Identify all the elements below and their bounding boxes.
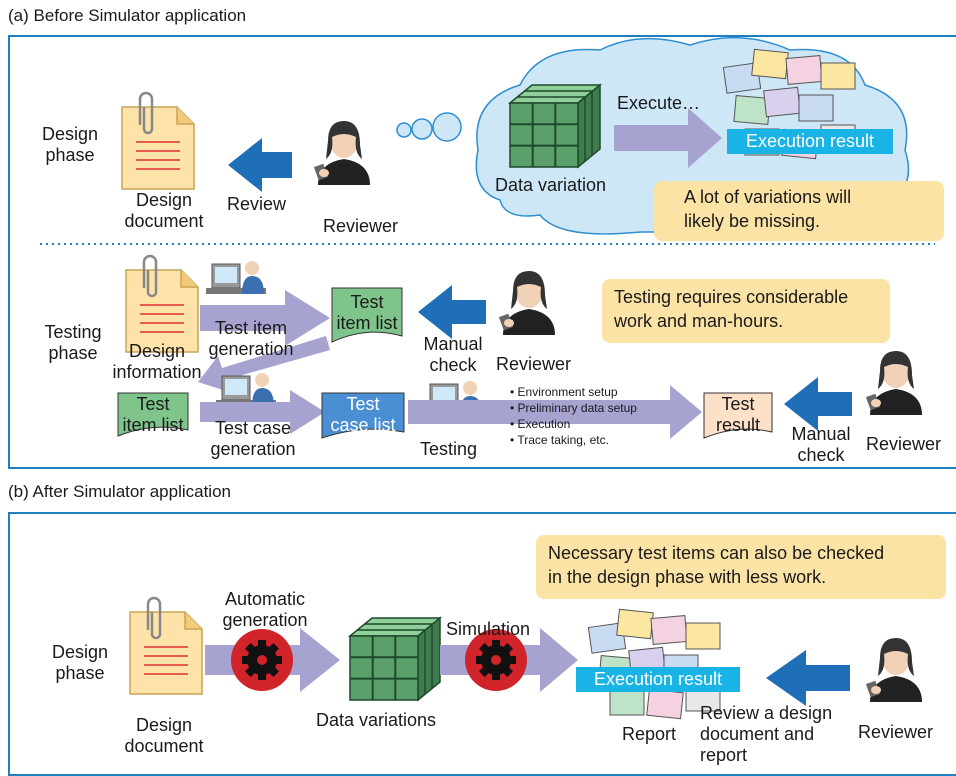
design-document-label: Design document <box>124 715 204 756</box>
testing-step: Environment setup <box>510 384 637 400</box>
automatic-generation-label: Automatic generation <box>222 589 308 630</box>
clipped-document-icon <box>120 91 196 191</box>
review-arrow <box>228 138 292 192</box>
test-case-generation-arrow <box>200 390 325 434</box>
execution-result-badge: Execution result <box>576 667 740 692</box>
execute-arrow <box>614 108 722 168</box>
manual-check-arrow <box>418 285 486 339</box>
reviewer-label: Reviewer <box>858 722 934 742</box>
testing-step: Preliminary data setup <box>510 400 637 416</box>
testing-steps-list: Environment setup Preliminary data setup… <box>510 384 637 448</box>
reviewer-person-icon <box>498 271 555 335</box>
design-phase-check-note: Necessary test items can also be checked… <box>536 535 946 599</box>
test-case-list-doc: Test case list <box>330 394 396 435</box>
computer-worker-icon <box>215 372 277 407</box>
gear-icon <box>231 629 293 691</box>
clipped-document-icon <box>128 596 204 696</box>
reviewer-label: Reviewer <box>496 354 572 374</box>
execution-result-badge: Execution result <box>727 129 893 154</box>
manual-check-label: Manual check <box>791 424 851 465</box>
test-item-list-doc: Test item list <box>336 292 398 333</box>
computer-worker-icon <box>205 260 267 295</box>
section-after-title: (b) After Simulator application <box>8 482 231 501</box>
testing-effort-note: Testing requires considerable work and m… <box>602 279 890 343</box>
reviewer-person-icon <box>865 638 922 702</box>
reviewer-person-icon <box>313 121 370 185</box>
reviewer-label: Reviewer <box>866 434 942 454</box>
testing-phase-label: Testing phase <box>44 322 102 363</box>
reviewer-person-icon <box>865 351 922 415</box>
section-before-title: (a) Before Simulator application <box>8 6 247 25</box>
simulation-label: Simulation <box>446 619 531 639</box>
data-variations-label: Data variations <box>316 710 437 730</box>
design-phase-label: Design phase <box>51 642 109 683</box>
review-description-label: Review a design document and report <box>700 703 833 765</box>
review-label: Review <box>227 194 287 214</box>
design-phase-label: Design phase <box>41 124 99 165</box>
before-panel <box>8 35 956 469</box>
data-cube-icon <box>349 617 441 701</box>
design-information-label: Design information <box>112 341 202 382</box>
clipped-document-icon <box>124 254 200 354</box>
reviewer-label: Reviewer <box>323 216 399 236</box>
test-item-generation-label: Test item generation <box>208 318 294 359</box>
missing-variations-note: A lot of variations will likely be missi… <box>654 181 944 241</box>
manual-check-label: Manual check <box>423 334 483 375</box>
test-case-generation-label: Test case generation <box>210 418 296 459</box>
test-result-doc: Test result <box>715 394 760 435</box>
test-item-list-doc: Test item list <box>122 394 184 435</box>
data-cube-icon <box>509 84 601 168</box>
data-variation-label: Data variation <box>495 175 607 195</box>
design-document-label: Design document <box>124 190 204 231</box>
review-arrow <box>766 650 850 706</box>
execute-label: Execute… <box>617 93 701 113</box>
report-label: Report <box>622 724 677 744</box>
testing-step: Execution <box>510 416 637 432</box>
testing-step: Trace taking, etc. <box>510 432 637 448</box>
test-item-generation-arrow <box>200 290 330 346</box>
manual-check-arrow <box>784 377 852 431</box>
testing-label: Testing <box>420 439 478 459</box>
